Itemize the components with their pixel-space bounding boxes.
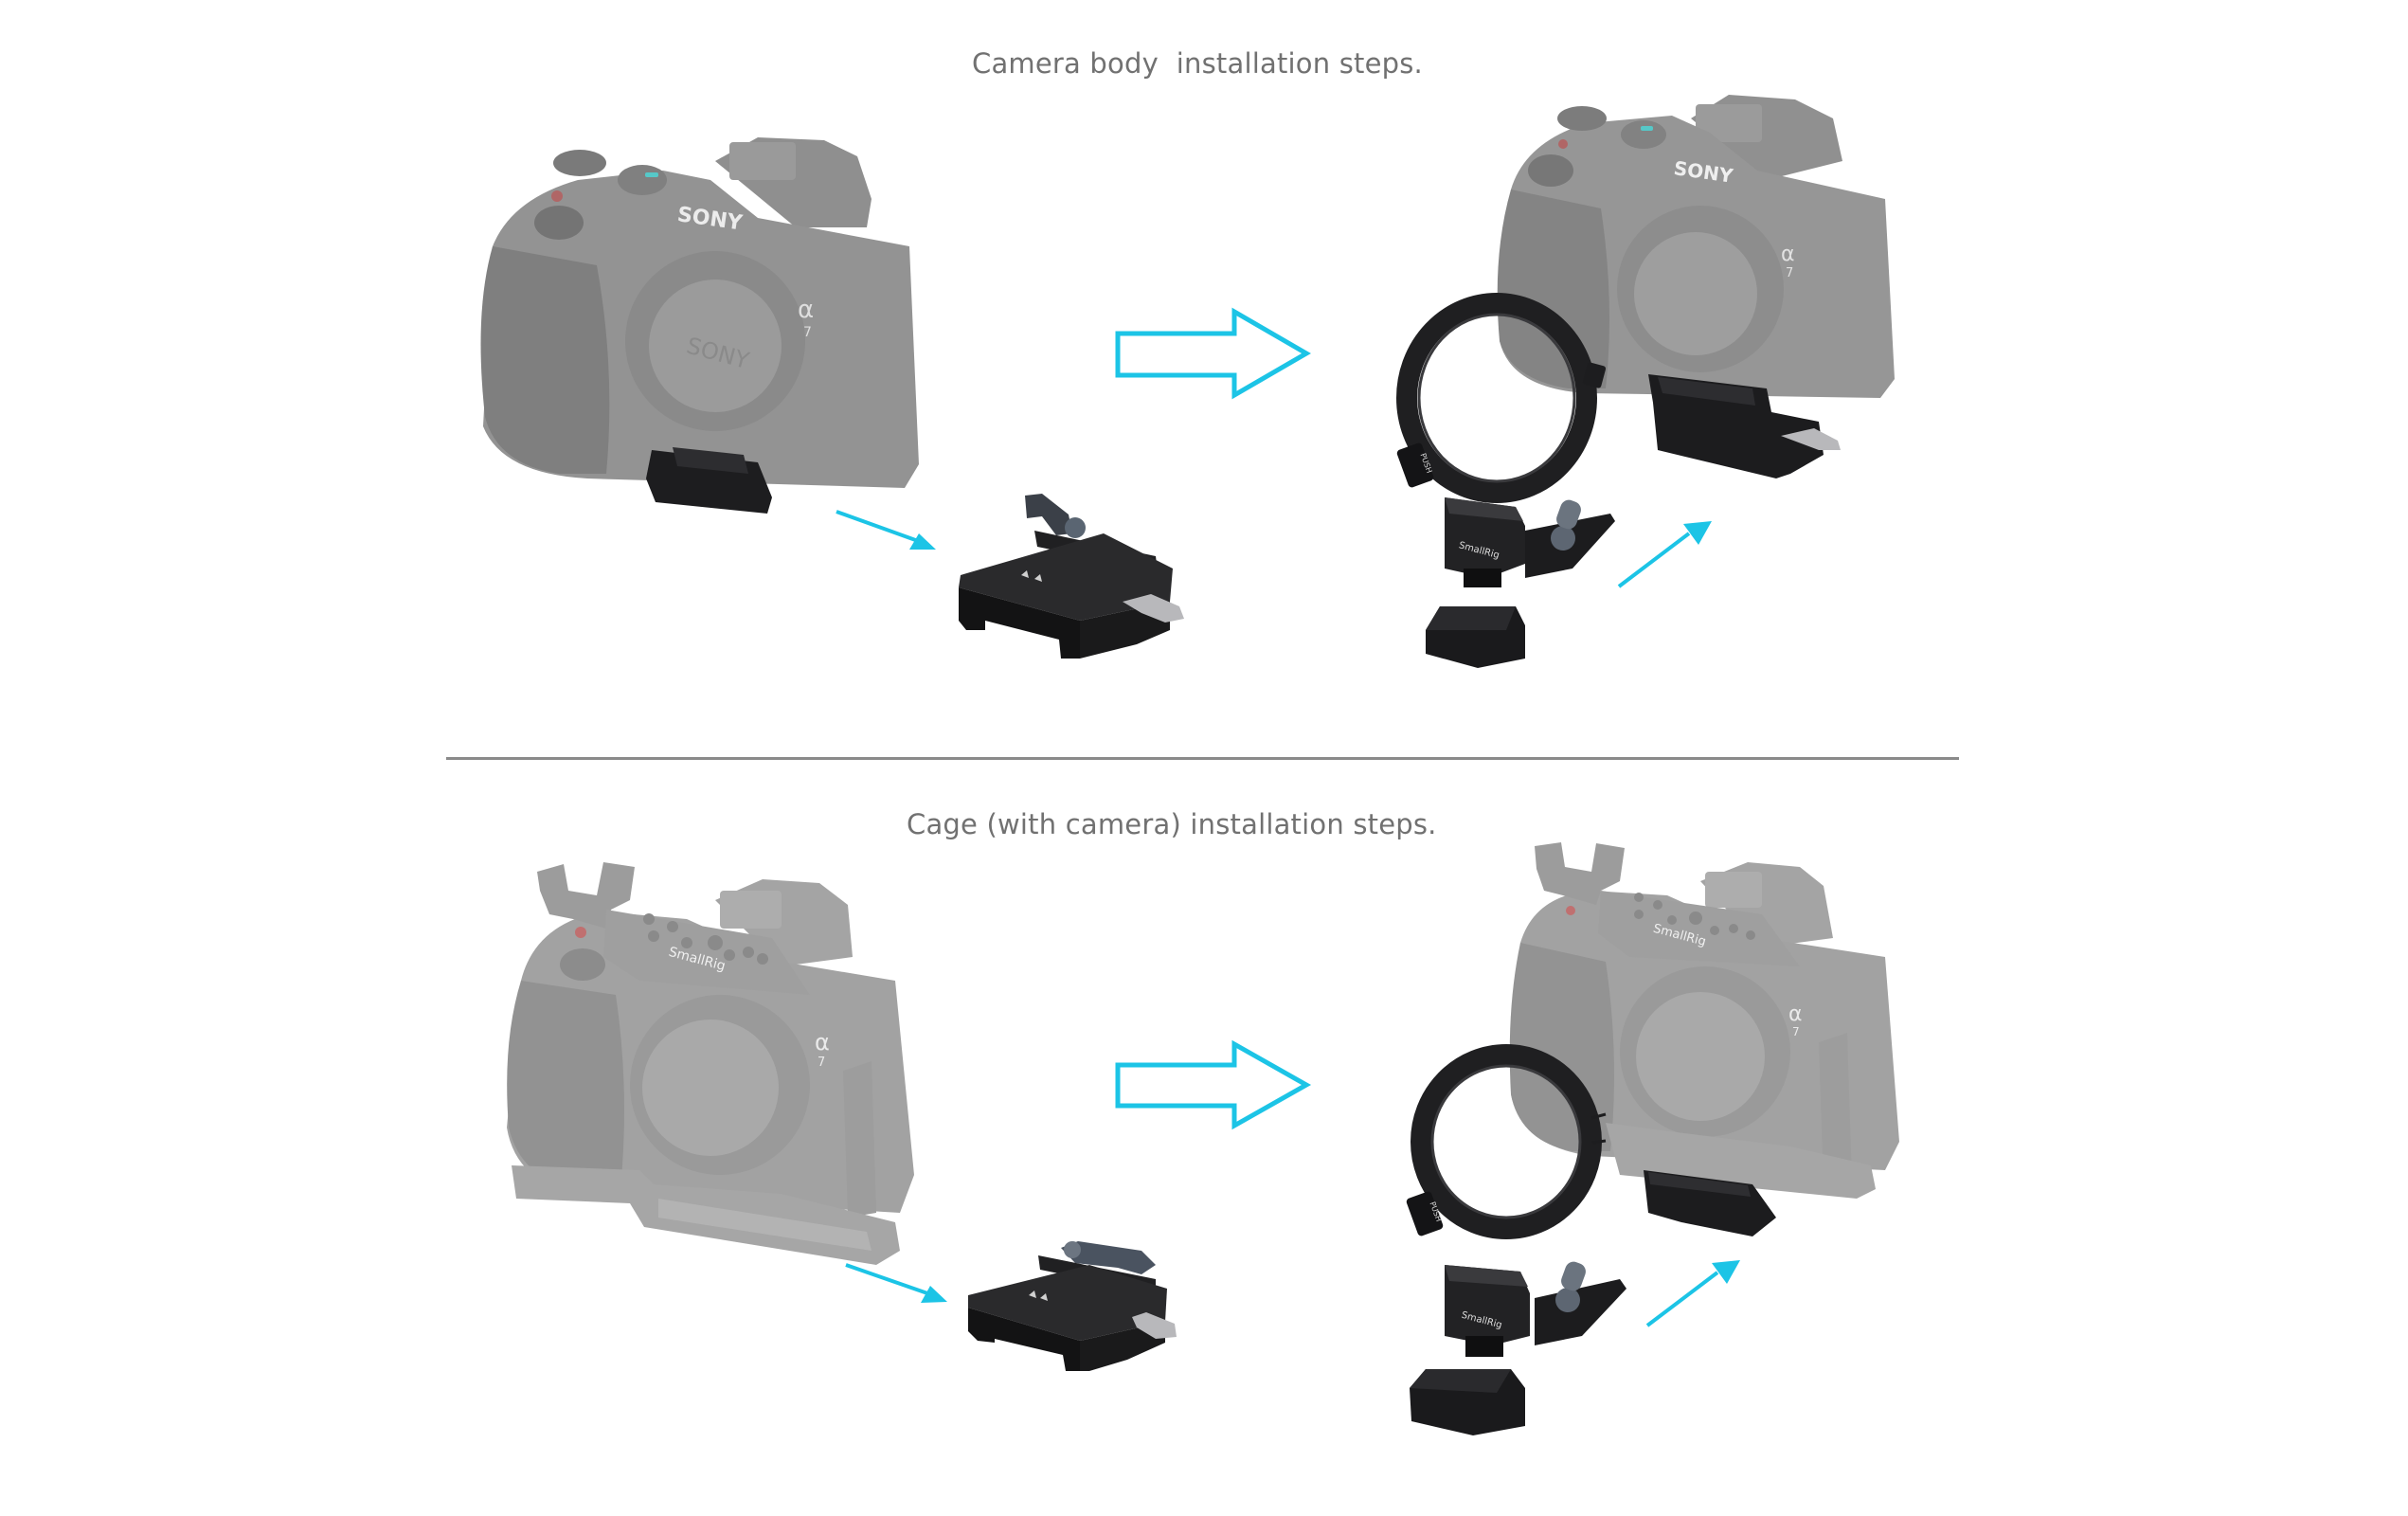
motion-arrow-icon [836,510,936,550]
step-arrow-icon [1115,1039,1312,1130]
motion-arrow-icon [845,1263,947,1303]
svg-text:7: 7 [803,325,812,340]
rotating-mount-image: PUSH SmallRig [1406,1044,1626,1435]
rotating-mount-image: PUSH SmallRig [1396,293,1615,668]
svg-text:α: α [1781,243,1795,266]
section-title-camera-body: Camera body installation steps. [972,47,1423,80]
quick-release-clamp-image [959,494,1184,659]
motion-arrow-icon [1645,1260,1740,1327]
quick-release-clamp-image [968,1241,1177,1371]
motion-arrow-icon [1617,521,1712,588]
svg-text:α: α [1788,1002,1803,1026]
svg-text:7: 7 [1792,1025,1800,1038]
svg-text:7: 7 [818,1056,825,1070]
camera-body-image: SONY SONY α 7 [480,137,919,514]
step-arrow-icon [1115,307,1311,400]
caged-camera-image: SmallRig α 7 [507,862,914,1265]
svg-text:α: α [798,296,814,324]
svg-text:α: α [815,1029,830,1056]
camera-body-with-clamp-image: SONY α 7 [1497,95,1895,478]
section-divider [446,757,1959,760]
svg-text:7: 7 [1786,266,1793,280]
section-title-cage: Cage (with camera) installation steps. [907,808,1437,840]
